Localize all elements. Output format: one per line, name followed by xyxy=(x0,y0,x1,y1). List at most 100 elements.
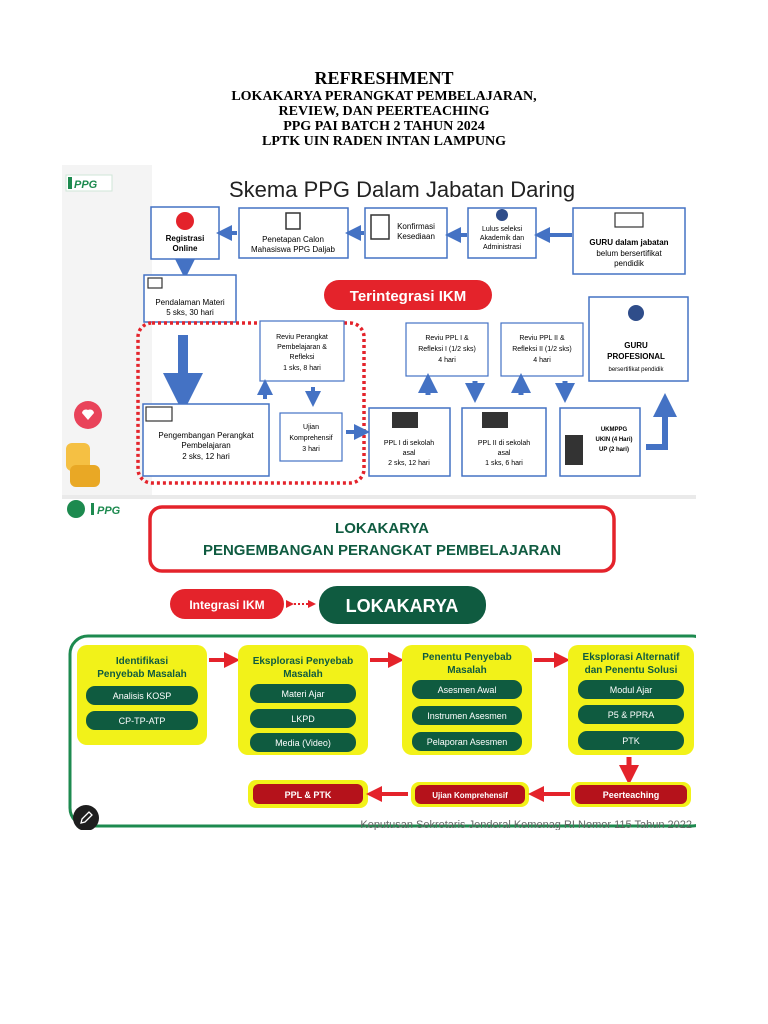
reviu-perangkat-box: Reviu Perangkat Pembelajaran & Refleksi … xyxy=(259,320,345,382)
reviu-ppl2-line-2: Refleksi II (1/2 sks) xyxy=(512,346,572,353)
reviu-ppl2-line-1: Reviu PPL II & xyxy=(519,335,565,342)
peerteaching-pill: Peerteaching xyxy=(571,782,691,807)
step2-title-1: Eksplorasi Penyebab xyxy=(253,656,354,667)
ppl1-line-3: 2 sks, 12 hari xyxy=(388,460,430,467)
ujian-line-3: 3 hari xyxy=(302,446,320,453)
guru-jabatan-box: GURU dalam jabatan belum bersertifikat p… xyxy=(572,207,686,275)
integrasi-ikm-text: Integrasi IKM xyxy=(189,598,264,612)
terintegrasi-ikm-text: Terintegrasi IKM xyxy=(350,288,466,305)
step1-item-1: Analisis KOSP xyxy=(113,691,172,701)
schema-title: Skema PPG Dalam Jabatan Daring xyxy=(229,177,575,202)
step4-title-2: dan Penentu Solusi xyxy=(585,665,678,676)
step2-title-2: Masalah xyxy=(283,669,322,680)
kemenag-logo xyxy=(67,500,85,518)
pengembangan-line-1: Pengembangan Perangkat xyxy=(158,431,254,440)
ppl2-line-2: asal xyxy=(498,450,511,457)
reviu-ppl1-line-3: 4 hari xyxy=(438,357,456,364)
classroom-icon xyxy=(614,212,644,228)
reviu-ppl1-line-1: Reviu PPL I & xyxy=(425,335,469,342)
teacher-board-icon xyxy=(147,277,163,289)
konfirmasi-line-2: Kesediaan xyxy=(397,232,435,241)
step2-item-1: Materi Ajar xyxy=(281,689,324,699)
presentation-icon xyxy=(145,406,173,422)
reviu-perangkat-line-2: Pembelajaran & xyxy=(277,344,327,351)
ppl2-line-1: PPL II di sekolah xyxy=(478,440,530,447)
step4-item-1: Modul Ajar xyxy=(610,685,653,695)
ukmppg-line-3: UP (2 hari) xyxy=(599,447,629,453)
guru-jabatan-line-3: pendidik xyxy=(614,259,645,268)
pengembangan-line-2: Pembelajaran xyxy=(181,441,230,450)
step4-title-1: Eksplorasi Alternatif xyxy=(583,652,681,663)
reviu-perangkat-line-1: Reviu Perangkat xyxy=(276,334,328,341)
graduate-cap-icon xyxy=(628,305,644,321)
step-identifikasi: Identifikasi Penyebab Masalah Analisis K… xyxy=(77,645,207,745)
penetapan-line-1: Penetapan Calon xyxy=(262,235,324,244)
ppl1-line-2: asal xyxy=(403,450,416,457)
lokakarya-pill: LOKAKARYA xyxy=(319,586,486,624)
footer-decree-text: Keputusan Sekretaris Jenderal Kemenag RI… xyxy=(360,819,692,830)
konfirmasi-box: Konfirmasi Kesediaan xyxy=(364,207,448,259)
teaching-icon-2 xyxy=(482,412,508,428)
step-eksplorasi-alternatif: Eksplorasi Alternatif dan Penentu Solusi… xyxy=(568,645,694,755)
registrasi-box: Registrasi Online xyxy=(150,206,220,260)
integrasi-ikm-pill: Integrasi IKM xyxy=(170,589,284,619)
ujian-komprehensif-text: Ujian Komprehensif xyxy=(432,791,508,800)
pencil-icon xyxy=(80,811,93,824)
reviu-ppl1-box: Reviu PPL I & Refleksi I (1/2 sks) 4 har… xyxy=(405,322,489,377)
pengembangan-line-3: 2 sks, 12 hari xyxy=(182,452,230,461)
subtitle-line-4: LPTK UIN RADEN INTAN LAMPUNG xyxy=(262,134,506,149)
ukmppg-line-1: UKMPPG xyxy=(601,427,628,433)
step4-item-2: P5 & PPRA xyxy=(608,710,655,720)
edit-button[interactable] xyxy=(73,805,99,830)
step1-title-2: Penyebab Masalah xyxy=(97,669,186,680)
ppl2-box: PPL II di sekolah asal 1 sks, 6 hari xyxy=(461,407,547,477)
infographic-panel: PPG Skema PPG Dalam Jabatan Daring Regis… xyxy=(62,165,696,830)
ppg-logo-2-text: PPG xyxy=(97,505,121,517)
sticker-decoration xyxy=(66,401,102,487)
lokakarya-banner: LOKAKARYA PENGEMBANGAN PERANGKAT PEMBELA… xyxy=(148,505,616,573)
subtitle-line-3: PPG PAI BATCH 2 TAHUN 2024 xyxy=(283,119,485,134)
ujian-line-2: Komprehensif xyxy=(289,435,332,442)
step1-title-1: Identifikasi xyxy=(116,656,168,667)
reviu-perangkat-line-4: 1 sks, 8 hari xyxy=(283,365,321,372)
subtitle-line-1: LOKAKARYA PERANGKAT PEMBELAJARAN, xyxy=(231,89,537,104)
step3-title-2: Masalah xyxy=(447,665,486,676)
lokakarya-section: PPG LOKAKARYA PENGEMBANGAN PERANGKAT PEM… xyxy=(62,495,696,830)
guru-jabatan-line-1: GURU dalam jabatan xyxy=(589,238,668,247)
banner-line-1: LOKAKARYA xyxy=(335,520,429,537)
lulus-line-3: Administrasi xyxy=(483,244,522,251)
pengembangan-box: Pengembangan Perangkat Pembelajaran 2 sk… xyxy=(142,403,270,477)
ppl1-box: PPL I di sekolah asal 2 sks, 12 hari xyxy=(368,407,451,477)
terintegrasi-ikm-badge: Terintegrasi IKM xyxy=(324,280,492,310)
penetapan-box: Penetapan Calon Mahasiswa PPG Daljab xyxy=(238,207,349,259)
dotted-frame xyxy=(136,321,366,485)
teaching-icon xyxy=(392,412,418,428)
konfirmasi-line-1: Konfirmasi xyxy=(397,222,435,231)
registrasi-line-1: Registrasi xyxy=(166,234,205,243)
step3-item-3: Pelaporan Asesmen xyxy=(427,737,508,747)
reviu-ppl2-box: Reviu PPL II & Refleksi II (1/2 sks) 4 h… xyxy=(500,322,584,377)
registrasi-line-2: Online xyxy=(173,244,198,253)
step-eksplorasi-penyebab: Eksplorasi Penyebab Masalah Materi Ajar … xyxy=(238,645,368,755)
ppg-logo-2: PPG xyxy=(90,501,134,517)
step4-item-3: PTK xyxy=(622,736,640,746)
ujian-komprehensif-box: Ujian Komprehensif 3 hari xyxy=(279,412,343,462)
schema-section: PPG Skema PPG Dalam Jabatan Daring Regis… xyxy=(62,165,696,495)
step3-item-2: Instrumen Asesmen xyxy=(427,711,507,721)
ppg-logo: PPG xyxy=(65,174,113,192)
guru-prof-line-1: GURU xyxy=(624,341,648,350)
pendalaman-line-2: 5 sks, 30 hari xyxy=(166,308,214,317)
lokakarya-pill-text: LOKAKARYA xyxy=(346,596,459,616)
step1-item-2: CP-TP-ATP xyxy=(119,716,166,726)
ppl2-line-3: 1 sks, 6 hari xyxy=(485,460,523,467)
reviu-ppl2-line-3: 4 hari xyxy=(533,357,551,364)
ujian-komprehensif-pill: Ujian Komprehensif xyxy=(411,782,529,807)
page-title: REFRESHMENT xyxy=(314,68,454,88)
reviu-ppl1-line-2: Refleksi I (1/2 sks) xyxy=(418,346,476,353)
peerteaching-text: Peerteaching xyxy=(603,790,660,800)
ujian-line-1: Ujian xyxy=(303,424,319,431)
penetapan-line-2: Mahasiswa PPG Daljab xyxy=(251,245,336,254)
ppg-logo-text: PPG xyxy=(74,179,98,191)
step2-item-3: Media (Video) xyxy=(275,738,331,748)
graduate-icon xyxy=(496,209,508,221)
